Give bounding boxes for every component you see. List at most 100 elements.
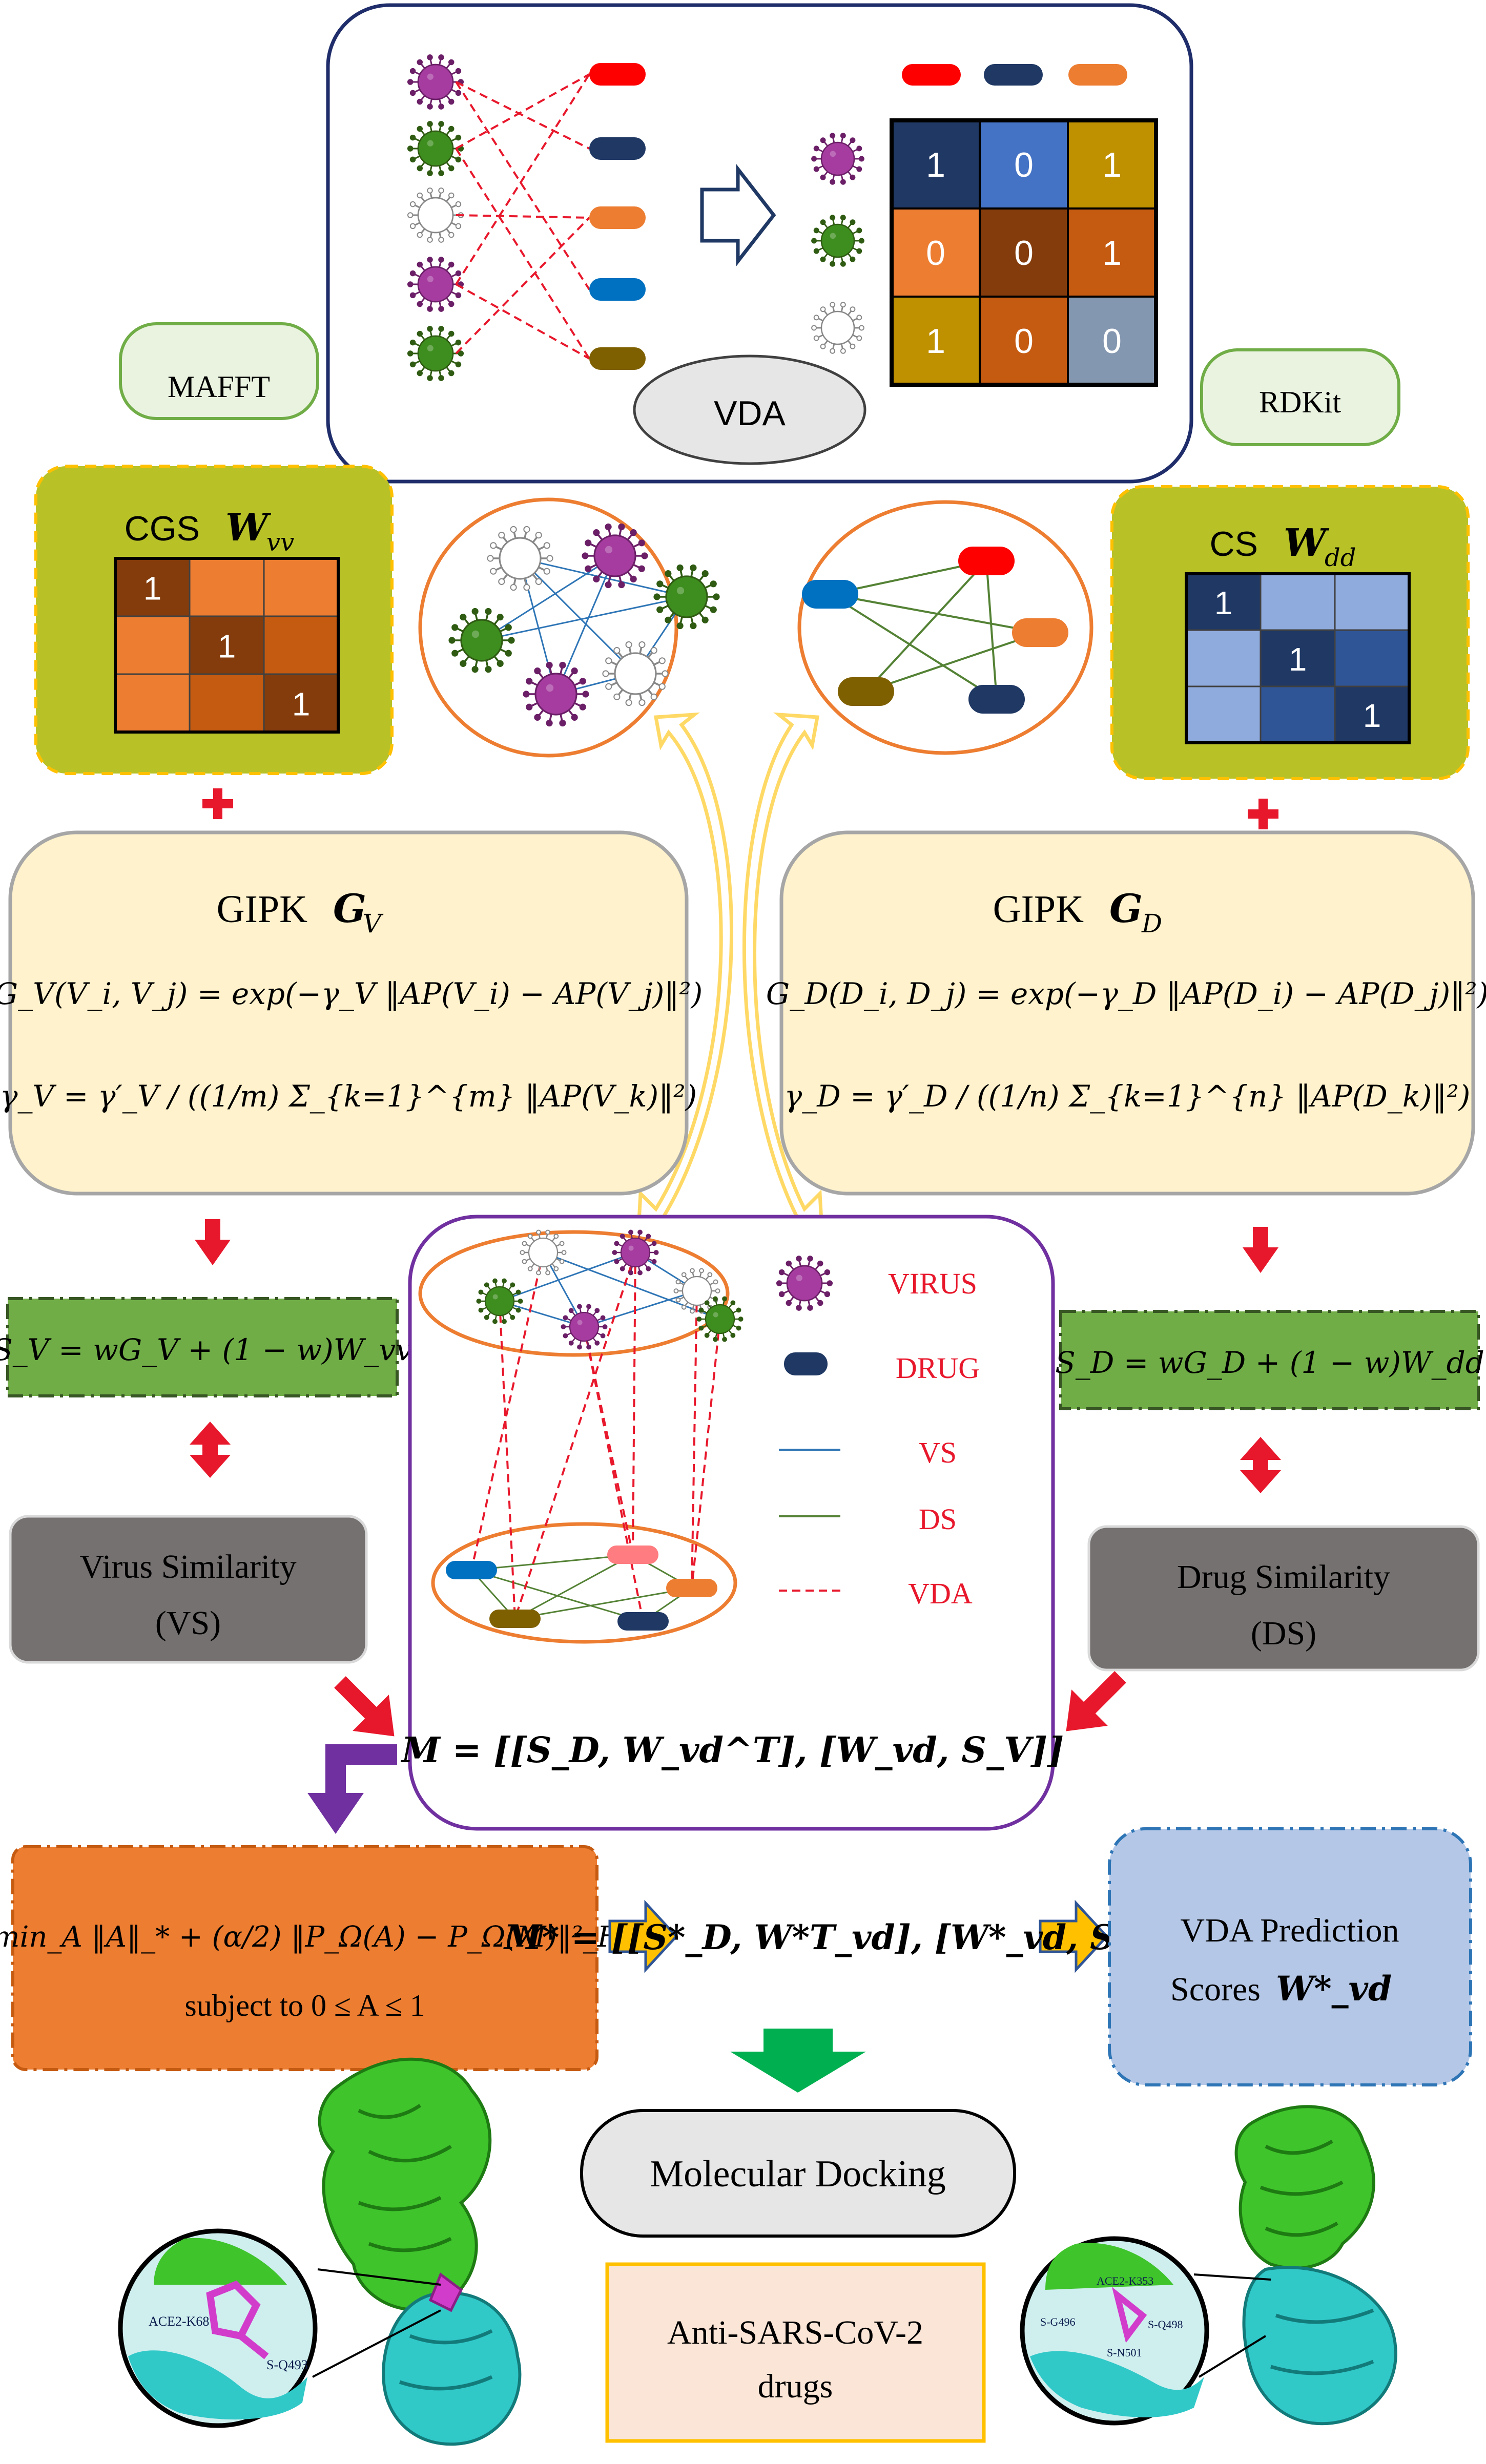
- legend-vda-label: VDA: [908, 1577, 973, 1610]
- gipk-d-subscript: D: [1141, 909, 1162, 938]
- vs-edge-2: [481, 555, 615, 641]
- optimization-box: [11, 1845, 598, 2071]
- arrow-to-center-left: [334, 1676, 395, 1737]
- ds-edge-4: [985, 560, 998, 700]
- vda-bipartite-links: [455, 73, 590, 360]
- green-down-arrow: [730, 2029, 866, 2093]
- virus-icon-4: [407, 326, 464, 381]
- center-virus-5: [696, 1296, 744, 1342]
- vda-matrix-value-0-2: 1: [1102, 145, 1122, 184]
- m-star-formula: M* = [[S*_D, W*T_vd], [W*_vd, S*_V]]: [503, 1917, 1207, 1957]
- rdkit-pill: [1200, 348, 1400, 446]
- cgs-matrix-cell-0-2: [263, 557, 339, 617]
- arrow-down-left: [195, 1219, 231, 1265]
- vda-link-5: [455, 73, 590, 285]
- mafft-pill: [119, 322, 319, 420]
- vda-viruses: [407, 54, 464, 381]
- center-ds-edge-0: [471, 1554, 633, 1571]
- cs-matrix: 111: [1185, 572, 1411, 744]
- center-virus-2: [476, 1278, 523, 1324]
- network-virus-0: [487, 526, 553, 591]
- gipk-v-panel: [8, 830, 689, 1196]
- vs-edge-1: [519, 557, 636, 675]
- drug-icon-0: [589, 63, 646, 86]
- docking-illustration-right: ACE2-K353 S-G496 S-Q498 S-N501: [1020, 2105, 1397, 2426]
- cs-matrix-cell-1-0: [1185, 629, 1262, 687]
- center-drug-1: [607, 1546, 658, 1564]
- vda-link-6: [456, 283, 590, 360]
- cs-symbol: W: [1284, 521, 1330, 565]
- center-vda-edge-2: [632, 1252, 636, 1555]
- gipk-d-formula2: γ_D = γ′_D / ((1/n) Σ_{k=1}^{n} ‖AP(D_k)…: [785, 1079, 1471, 1114]
- anti-sars-cov-2-line1: Anti-SARS-CoV-2: [667, 2314, 923, 2351]
- vda-link-1: [455, 81, 590, 290]
- cs-matrix-cell-2-1: [1260, 685, 1336, 744]
- center-virus-1: [612, 1229, 659, 1276]
- matrix-header-drug-1: [984, 64, 1043, 86]
- cgs-matrix-cell-0-1: [189, 557, 265, 617]
- center-drug-3: [617, 1612, 669, 1631]
- vda-link-7: [455, 217, 590, 354]
- center-vs-edge-5: [584, 1290, 697, 1328]
- docking-illustration-left: ACE2-K68 S-Q493: [118, 2057, 522, 2446]
- sd-box: [1059, 1310, 1480, 1410]
- legend-virus-icon: [776, 1256, 833, 1311]
- ds-edge-3: [865, 560, 987, 693]
- vs-edge-3: [555, 555, 616, 695]
- virus-similarity-box: [9, 1515, 368, 1664]
- matrix-header-drug-0: [902, 64, 961, 86]
- heterogeneous-network-panel: [408, 1215, 1055, 1831]
- gipk-v-formula1: G_V(V_i, V_j) = exp(−γ_V ‖AP(V_i) − AP(V…: [0, 976, 703, 1011]
- drug-similarity-box: [1087, 1525, 1480, 1672]
- center-vs-edge-4: [543, 1251, 720, 1320]
- center-ds-edge-6: [471, 1569, 644, 1622]
- virus-similarity-line2: (VS): [155, 1604, 221, 1642]
- vda-matrix-value-2-1: 0: [1014, 322, 1034, 361]
- center-ds-edge-2: [514, 1554, 633, 1620]
- docking-label-left-a: ACE2-K68: [149, 2314, 209, 2329]
- purple-l-arrow: [307, 1744, 397, 1834]
- vda-prediction-symbol: W*_vd: [1276, 1969, 1392, 2009]
- vda-matrix-value-1-2: 1: [1102, 234, 1122, 273]
- vda-link-3: [455, 148, 590, 360]
- cgs-matrix-cell-1-0: [114, 615, 191, 675]
- anti-sars-cov-2-box: [605, 2262, 986, 2443]
- mafft-label: MAFFT: [168, 370, 270, 404]
- gipk-v-symbol: G: [333, 886, 366, 931]
- drug-similarity-line2: (DS): [1251, 1615, 1316, 1652]
- vda-matrix-border: [890, 118, 1158, 387]
- sv-formula: S_V = wG_V + (1 − w)W_vv: [0, 1332, 412, 1367]
- center-vda-edge-3: [514, 1252, 636, 1619]
- center-drug-0: [446, 1561, 497, 1579]
- vda-prediction-line1: VDA Prediction: [1180, 1912, 1399, 1949]
- cgs-matrix-value-1: 1: [218, 628, 236, 665]
- center-vda-edge-6: [691, 1319, 721, 1589]
- vda-label: VDA: [714, 394, 786, 433]
- anti-sars-cov-2-line2: drugs: [758, 2368, 833, 2405]
- plus-icon-right: [1248, 799, 1278, 829]
- arrow-down-right: [1243, 1227, 1278, 1273]
- center-vda-edge-5: [691, 1290, 698, 1589]
- center-vda-edge-4: [583, 1326, 644, 1622]
- ds-edge-5: [865, 632, 1041, 693]
- vs-edge-0: [520, 557, 687, 598]
- legend-virus-glyph: [776, 1256, 833, 1311]
- m-matrix-formula: M = [[S_D, W_vd^T], [W_vd, S_V]]: [401, 1730, 1064, 1771]
- double-arrow-left: [190, 1422, 231, 1478]
- center-virus-3: [561, 1304, 608, 1350]
- gipk-v-formula2: γ_V = γ′_V / ((1/m) Σ_{k=1}^{m} ‖AP(V_k)…: [0, 1079, 697, 1114]
- cs-matrix-cell-1-1: [1260, 629, 1336, 687]
- vda-drugs: [589, 63, 646, 370]
- vda-matrix-value-1-0: 0: [926, 234, 945, 273]
- vda-link-2: [456, 73, 590, 150]
- cs-matrix-cell-0-1: [1260, 573, 1336, 631]
- ds-edge-1: [830, 593, 1041, 634]
- double-arrow-right: [1240, 1437, 1281, 1493]
- ds-edge-2: [829, 593, 998, 700]
- center-drug-4: [666, 1579, 717, 1597]
- vda-matrix-header-drugs: [902, 64, 1127, 86]
- matrix-row-virus-0: [811, 133, 864, 185]
- vda-label-ellipse: [633, 354, 866, 465]
